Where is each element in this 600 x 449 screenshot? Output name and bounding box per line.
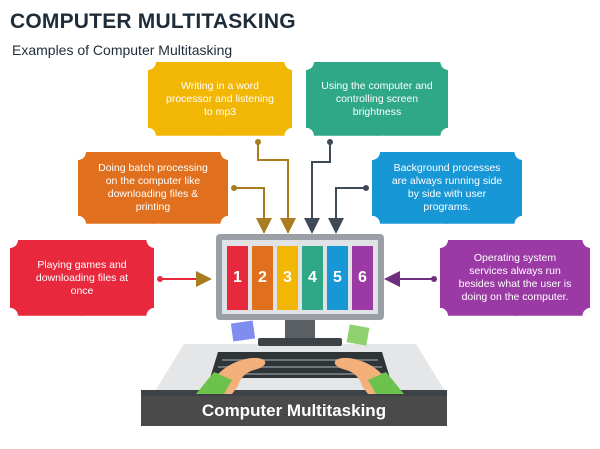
- example-box-batch-processing: Doing batch processing on the computer l…: [78, 152, 228, 224]
- left-sleeve: [196, 372, 232, 394]
- page-subtitle: Examples of Computer Multitasking: [12, 42, 233, 58]
- example-box-os-services: Operating system services always run bes…: [440, 240, 590, 316]
- arrow-green: [304, 139, 333, 234]
- task-slot-3: 3: [277, 246, 298, 310]
- arrow-blue: [328, 185, 369, 234]
- task-slot-2: 2: [252, 246, 273, 310]
- note-icon-green: [346, 324, 370, 346]
- example-box-games-downloads: Playing games and downloading files at o…: [10, 240, 154, 316]
- arrow-purple: [384, 271, 437, 287]
- arrow-yellow: [255, 139, 296, 234]
- example-box-screen-brightness: Using the computer and controlling scree…: [306, 62, 448, 136]
- note-icon-blue: [230, 320, 256, 342]
- monitor-neck: [285, 318, 315, 340]
- example-text: Background processes are always running …: [391, 162, 503, 213]
- footer-label: Computer Multitasking: [141, 396, 447, 426]
- arrow-orange: [231, 185, 272, 234]
- desk-edge: [141, 390, 447, 398]
- task-slot-6: 6: [352, 246, 373, 310]
- example-text: Doing batch processing on the computer l…: [98, 162, 208, 213]
- example-text: Using the computer and controlling scree…: [321, 79, 433, 118]
- monitor-base: [258, 338, 342, 346]
- task-slot-1: 1: [227, 246, 248, 310]
- example-text: Playing games and downloading files at o…: [35, 258, 129, 297]
- example-box-background-processes: Background processes are always running …: [372, 152, 522, 224]
- page-title: COMPUTER MULTITASKING: [10, 10, 296, 33]
- task-slot-5: 5: [327, 246, 348, 310]
- example-box-word-processor: Writing in a word processor and listenin…: [148, 62, 292, 136]
- task-slot-4: 4: [302, 246, 323, 310]
- example-text: Writing in a word processor and listenin…: [166, 79, 274, 118]
- right-sleeve: [368, 372, 404, 394]
- example-text: Operating system services always run bes…: [458, 252, 572, 303]
- arrow-red: [157, 271, 212, 287]
